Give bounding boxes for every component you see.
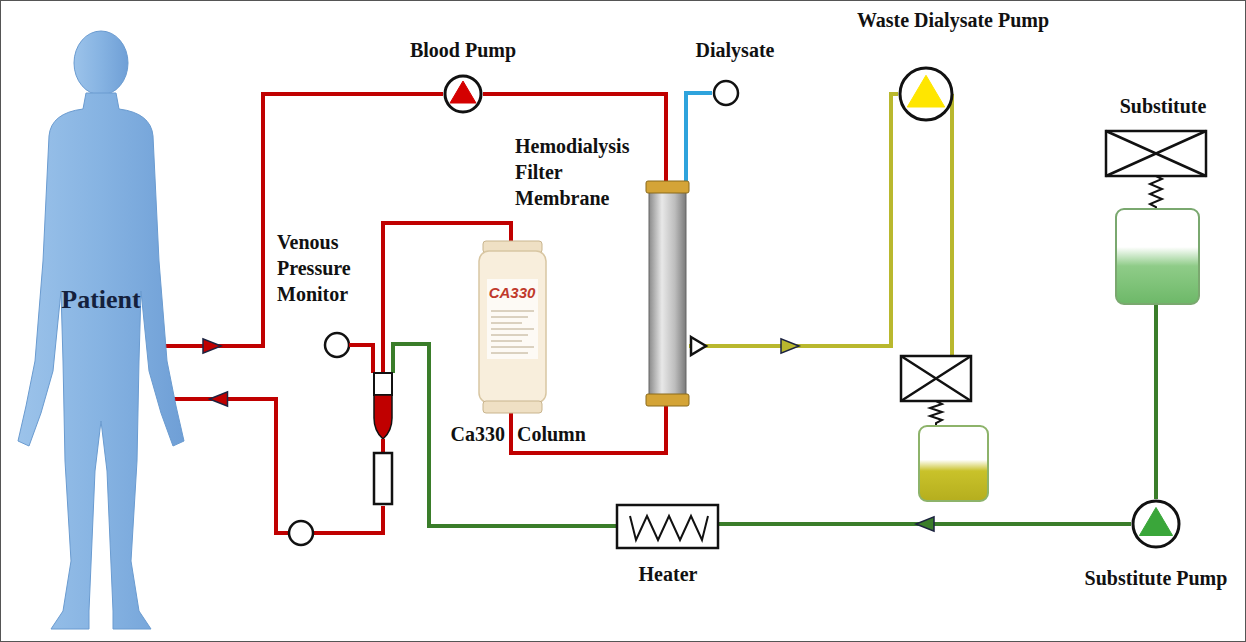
spring	[930, 401, 942, 426]
pump-symbol	[1131, 499, 1181, 549]
component-label: Substitute Pump	[1085, 565, 1228, 591]
clamp-cross	[901, 356, 971, 401]
column-symbol	[479, 241, 546, 413]
tubing-line	[1154, 304, 1158, 499]
pump-symbol	[443, 74, 483, 114]
component-label: Dialysate	[696, 37, 775, 63]
component-label: Waste Dialysate Pump	[857, 7, 1049, 33]
component-node: Substitute Pump	[1131, 499, 1181, 549]
pressure-gauge	[325, 333, 349, 357]
component-node: Hemodialysis Filter Membrane	[646, 181, 689, 406]
component-label: Blood Pump	[410, 37, 516, 63]
bag-symbol	[1106, 131, 1206, 304]
tubing-connector	[686, 93, 712, 181]
tubing-line	[161, 399, 383, 533]
waste-line	[950, 94, 954, 356]
component-node: Patient	[16, 26, 161, 631]
monitor-line	[349, 345, 373, 373]
tubing-line	[689, 94, 898, 346]
tubing-connector	[1156, 304, 1157, 499]
flow-arrowhead	[203, 339, 221, 353]
flow-arrowhead	[916, 517, 934, 531]
component-label: Column	[517, 421, 586, 447]
outlet-triangle	[691, 337, 706, 355]
clamp-box	[901, 356, 971, 401]
heater-symbol	[616, 504, 719, 549]
product-logo: CA330	[489, 283, 536, 303]
tubing-connector	[161, 392, 383, 533]
person-symbol	[16, 26, 161, 631]
flow-arrowhead	[210, 392, 228, 406]
tubing-line	[686, 93, 712, 181]
component-node: Blood Pump	[443, 74, 483, 114]
component-label: Heater	[639, 561, 698, 587]
component-node: Dialysate	[712, 79, 740, 107]
component-label: Ca330	[451, 421, 505, 447]
filter-symbol	[646, 181, 689, 406]
tubing-connector	[719, 517, 1131, 531]
tubing-connector	[689, 94, 898, 353]
air-detector	[289, 521, 313, 545]
component-label: Patient	[61, 283, 140, 317]
component-node: Ca330Column	[479, 241, 546, 413]
component-node: Heater	[616, 504, 719, 549]
tubing-line	[161, 94, 443, 346]
flow-arrowhead	[781, 339, 799, 353]
component-node: Waste Dialysate Pump	[898, 66, 954, 122]
pump-symbol	[898, 66, 954, 122]
chamber-symbol	[369, 373, 397, 506]
waste-bag	[919, 426, 988, 501]
circle-symbol	[712, 79, 740, 107]
component-node: Venous Pressure Monitor	[369, 373, 397, 506]
component-label: Substitute	[1120, 93, 1207, 119]
component-label: Venous Pressure Monitor	[277, 229, 375, 307]
component-label: Hemodialysis Filter Membrane	[515, 133, 651, 211]
component-node: Substitute	[1106, 131, 1206, 304]
